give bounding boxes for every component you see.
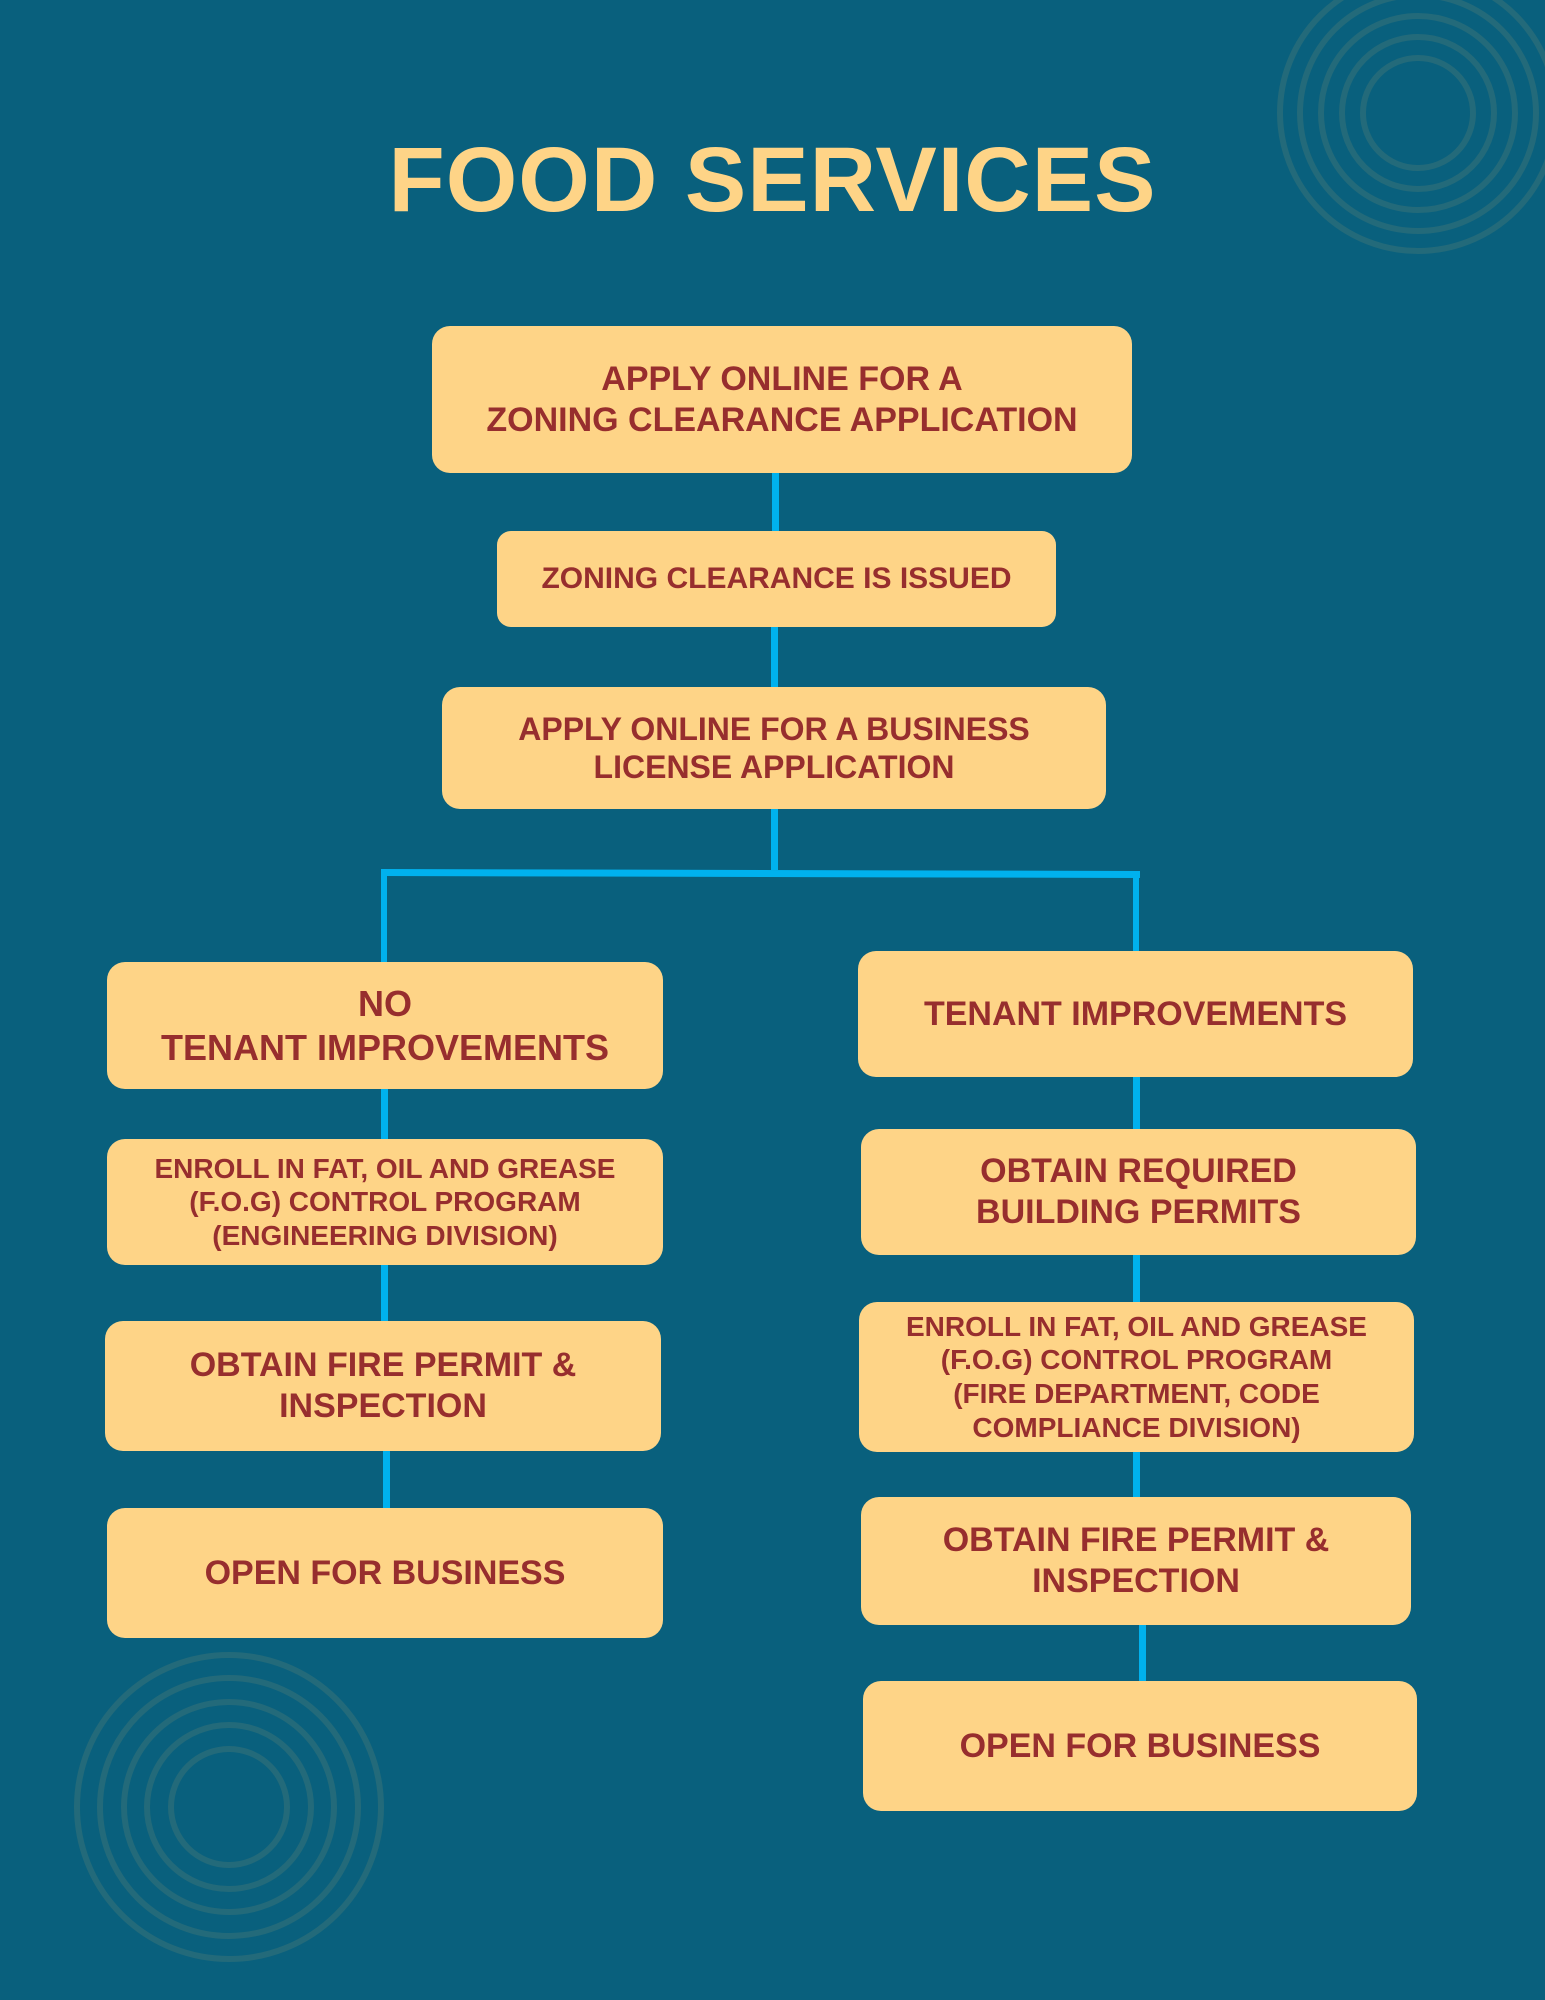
step-fire-permit-right: OBTAIN FIRE PERMIT & INSPECTION [861,1497,1411,1625]
connector-line [1139,1624,1146,1682]
connector-line [1133,1450,1140,1500]
step-enroll-fog-fire-dept: ENROLL IN FAT, OIL AND GREASE (F.O.G) CO… [859,1302,1414,1452]
step-open-for-business-right: OPEN FOR BUSINESS [863,1681,1417,1811]
step-zoning-clearance-issued: ZONING CLEARANCE IS ISSUED [497,531,1056,627]
step-enroll-fog-engineering: ENROLL IN FAT, OIL AND GREASE (F.O.G) CO… [107,1139,663,1265]
step-no-tenant-improvements: NO TENANT IMPROVEMENTS [107,962,663,1089]
connector-line [381,870,387,964]
step-obtain-building-permits: OBTAIN REQUIRED BUILDING PERMITS [861,1129,1416,1255]
step-zoning-clearance-application: APPLY ONLINE FOR A ZONING CLEARANCE APPL… [432,326,1132,473]
connector-line [1133,1076,1140,1130]
step-tenant-improvements: TENANT IMPROVEMENTS [858,951,1413,1077]
connector-line [772,470,779,532]
connector-line [381,1264,388,1322]
step-fire-permit-left: OBTAIN FIRE PERMIT & INSPECTION [105,1321,661,1451]
concentric-rings-bottom-left-icon [74,1652,384,1962]
connector-line [383,1450,390,1510]
page-title: FOOD SERVICES [388,129,1157,231]
connector-line [1133,1254,1140,1304]
step-business-license-application: APPLY ONLINE FOR A BUSINESS LICENSE APPL… [442,687,1106,809]
connector-line [771,626,778,688]
connector-line [381,1088,388,1140]
connector-line [771,808,778,870]
step-open-for-business-left: OPEN FOR BUSINESS [107,1508,663,1638]
concentric-rings-top-right-icon [1277,0,1545,254]
branch-connector-horizontal [380,869,1141,878]
connector-line [1133,872,1139,952]
